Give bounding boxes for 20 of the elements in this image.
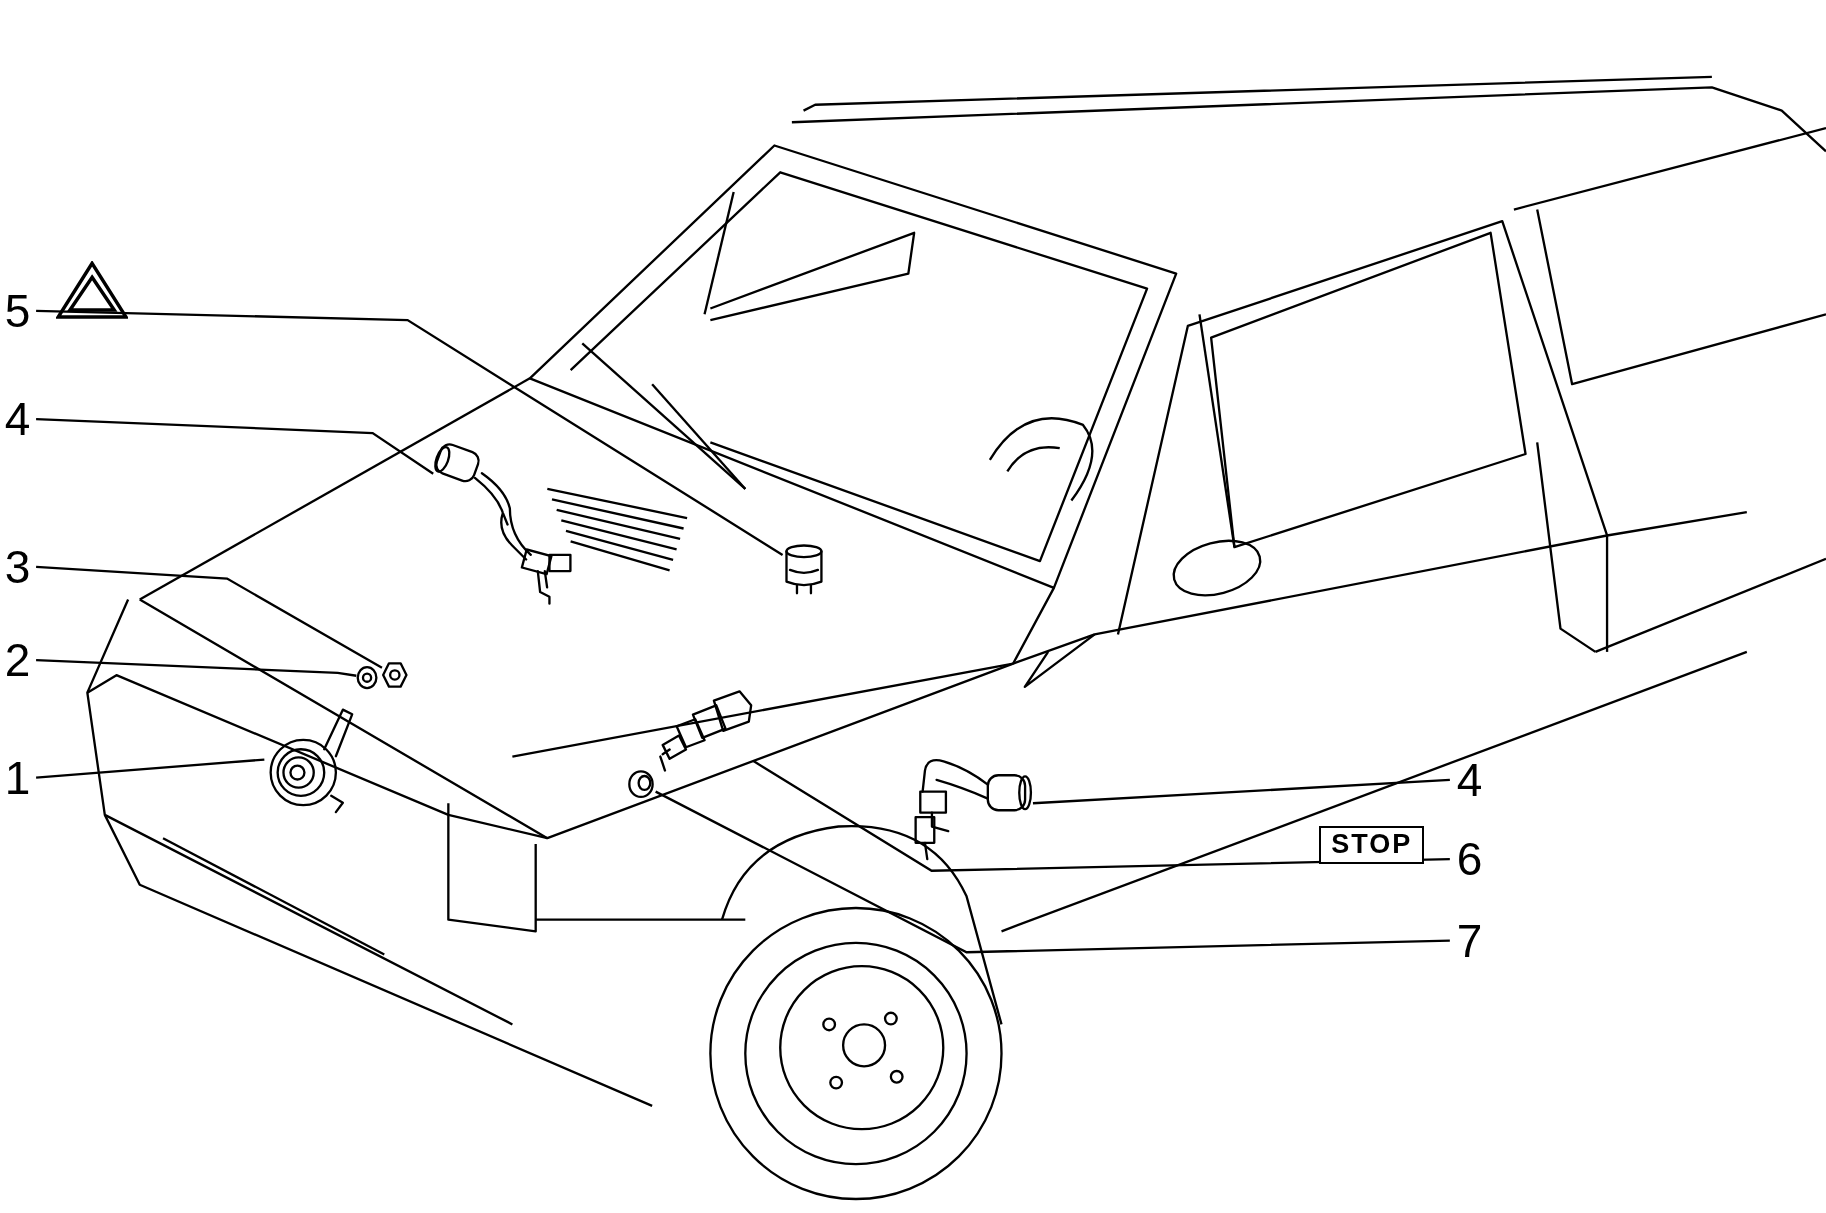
plug-drawing bbox=[626, 768, 656, 801]
callout-number: 5 bbox=[0, 291, 35, 331]
leader-line bbox=[36, 417, 434, 475]
callout-number: 7 bbox=[1451, 920, 1489, 962]
callout-number: 4 bbox=[1451, 759, 1489, 802]
washer-drawing bbox=[356, 666, 379, 690]
switch-drawing bbox=[657, 689, 754, 775]
callout-number: 6 bbox=[1451, 838, 1489, 881]
leader-line bbox=[36, 758, 265, 779]
leader-line bbox=[36, 658, 357, 677]
leader-line bbox=[655, 790, 1450, 954]
nut-drawing bbox=[381, 661, 408, 690]
stop-label: STOP bbox=[1319, 825, 1425, 865]
callout-number: 2 bbox=[0, 640, 35, 681]
callout-number: 1 bbox=[0, 758, 35, 798]
relay-drawing bbox=[782, 541, 825, 596]
leader-line bbox=[36, 565, 383, 669]
callout-number: 3 bbox=[0, 547, 35, 587]
callout-number: 4 bbox=[0, 399, 35, 440]
leader-line bbox=[1032, 778, 1450, 805]
